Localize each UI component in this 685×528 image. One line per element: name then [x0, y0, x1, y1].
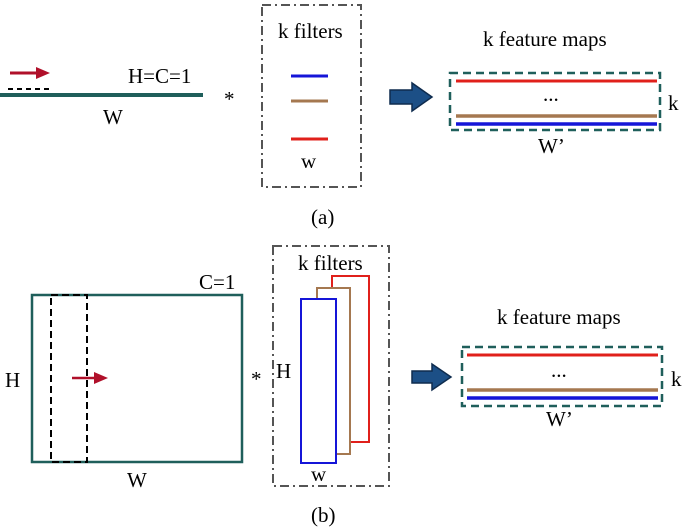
panel-b: C=1 H W * k filters H w k feature maps .…: [5, 245, 682, 527]
filters-box: [261, 4, 362, 188]
filters-box: [272, 245, 390, 487]
input-width-label: W: [103, 105, 123, 129]
output-width-label: W’: [546, 407, 573, 431]
input-dims-label: H=C=1: [128, 64, 191, 88]
filters-title: k filters: [278, 19, 343, 43]
output-k-label: k: [668, 91, 679, 115]
output-box: [460, 345, 664, 408]
output-dots: ...: [551, 358, 567, 382]
convolution-symbol: *: [251, 367, 262, 391]
slide-right-arrow-icon: [10, 67, 50, 79]
output-k-label: k: [671, 367, 682, 391]
caption-b: (b): [311, 503, 336, 527]
input-height-label: H: [5, 368, 20, 392]
output-thick-right-arrow-icon: [411, 362, 453, 392]
filter-width-label: w: [301, 149, 317, 173]
filter-blue: [300, 298, 337, 464]
output-width-label: W’: [538, 134, 565, 158]
sliding-filter-window: [50, 294, 88, 463]
panel-a: H=C=1 W * k filters w k feature maps ...…: [0, 4, 679, 229]
filters-title: k filters: [298, 251, 363, 275]
convolution-symbol: *: [224, 87, 235, 111]
input-width-label: W: [127, 468, 147, 492]
input-channel-label: C=1: [199, 270, 235, 294]
filter-height-label: H: [276, 359, 291, 383]
output-box: [448, 71, 662, 132]
output-title: k feature maps: [483, 27, 607, 51]
input-matrix: [30, 293, 244, 464]
caption-a: (a): [311, 205, 334, 229]
output-thick-right-arrow-icon: [389, 81, 434, 113]
output-dots: ...: [543, 82, 559, 106]
output-title: k feature maps: [497, 305, 621, 329]
slide-right-arrow-icon: [72, 372, 108, 384]
filter-width-label: w: [311, 462, 327, 486]
